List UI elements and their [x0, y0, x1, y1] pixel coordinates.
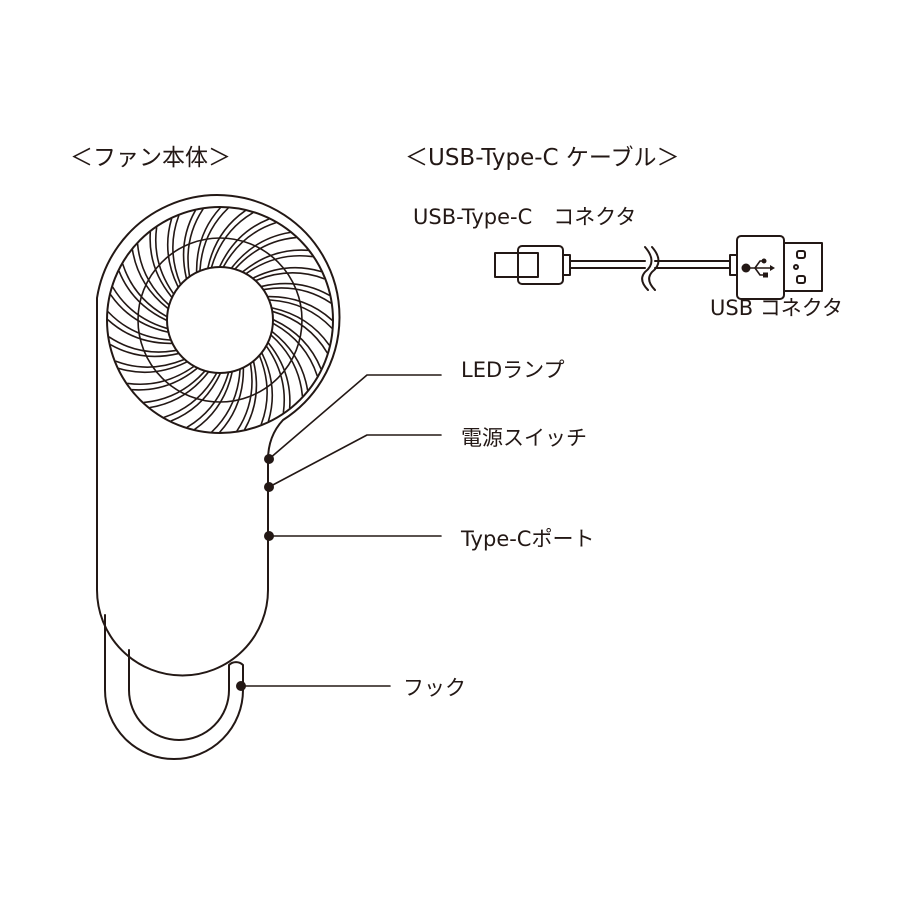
grille-vane [143, 370, 206, 404]
cable-heading: ＜USB-Type-C ケーブル＞ [405, 145, 680, 171]
grille-vane [136, 243, 170, 306]
grille-vane [246, 254, 314, 274]
grille-vane [118, 361, 188, 374]
usb-type-c-cable [494, 235, 823, 300]
grille-vane [115, 359, 185, 368]
grille-vane [112, 286, 168, 330]
cable-segment-left [569, 260, 646, 269]
grille-vane [211, 369, 241, 433]
grille-vane [187, 208, 204, 277]
hook-label: フック [403, 676, 466, 700]
hook-outline [104, 614, 244, 760]
grille-vane [210, 212, 254, 268]
grille-vane [267, 295, 333, 321]
grille-vane [110, 294, 169, 333]
grille-vane [170, 373, 221, 422]
fan-body-heading: ＜ファン本体＞ [70, 145, 231, 171]
type-c-port-dot [264, 531, 274, 541]
grille-vane [259, 355, 268, 425]
grille-vane [234, 236, 297, 270]
power-switch-label: 電源スイッチ [461, 426, 587, 450]
leader-dots [236, 454, 274, 691]
grille-vane [270, 334, 304, 397]
grille-vane [122, 263, 167, 317]
grille-vane [231, 231, 291, 269]
cable-segment-right [654, 260, 731, 269]
grille-vane [269, 299, 333, 329]
type-c-strain-relief [562, 254, 571, 276]
grille-vane [223, 222, 277, 267]
grille-vane [126, 366, 194, 386]
cable-break-mark-2 [648, 246, 660, 291]
type-c-housing [517, 245, 564, 285]
grille-vane [261, 352, 274, 422]
grille-vane [272, 310, 328, 354]
hook-dot [236, 681, 246, 691]
cable-break-mark-1 [641, 246, 653, 291]
grille-vane [149, 231, 173, 298]
led-lamp-dot [264, 454, 274, 464]
grille-vane [107, 319, 173, 345]
grille-vane [163, 373, 217, 418]
grille-vane [236, 363, 253, 432]
grille-vane [108, 336, 177, 353]
leader-lines [240, 374, 442, 687]
usb-connector-label: USB コネクタ [710, 296, 843, 320]
grille-vane [154, 226, 174, 294]
grille-vane [252, 266, 322, 279]
led-lamp-label: LEDランプ [461, 358, 565, 382]
grille-vane [195, 207, 221, 273]
grille-vane [219, 367, 245, 433]
fan-grille [106, 206, 334, 434]
usb-plug [783, 242, 823, 292]
grille-vane [199, 207, 229, 271]
grille-vane [194, 371, 233, 430]
usb-symbol-icon [741, 258, 775, 278]
grille-vane [118, 270, 167, 321]
grille-vane [267, 342, 291, 409]
grille-vane [219, 218, 270, 267]
type-c-connector-label: USB-Type-C コネクタ [413, 205, 637, 229]
grille-vane [255, 272, 325, 281]
grille-vane [261, 282, 330, 296]
grille-vane [166, 218, 179, 288]
usb-strain-relief [729, 254, 738, 276]
type-c-plug-tip [494, 252, 539, 278]
fan-body-outline [96, 194, 341, 677]
grille-vane [186, 372, 230, 428]
grille-vane [207, 210, 246, 269]
grille-vane [271, 331, 309, 391]
grille-vane [242, 249, 309, 273]
grille-vane [182, 210, 196, 279]
grille-vane [271, 307, 330, 346]
grille-vane [244, 361, 258, 430]
grille-vane [149, 371, 209, 409]
power-switch-dot [264, 482, 274, 492]
grille-vane [273, 323, 318, 377]
grille-vane [263, 287, 332, 304]
grille-vane [110, 344, 179, 358]
grille-vane [131, 367, 198, 391]
grille-vane [273, 319, 322, 370]
grille-vane [107, 311, 171, 341]
grille-vane [172, 215, 181, 285]
grille-vane [131, 249, 169, 309]
type-c-port-label: Type-Cポート [461, 527, 595, 551]
grille-vane [266, 346, 286, 414]
